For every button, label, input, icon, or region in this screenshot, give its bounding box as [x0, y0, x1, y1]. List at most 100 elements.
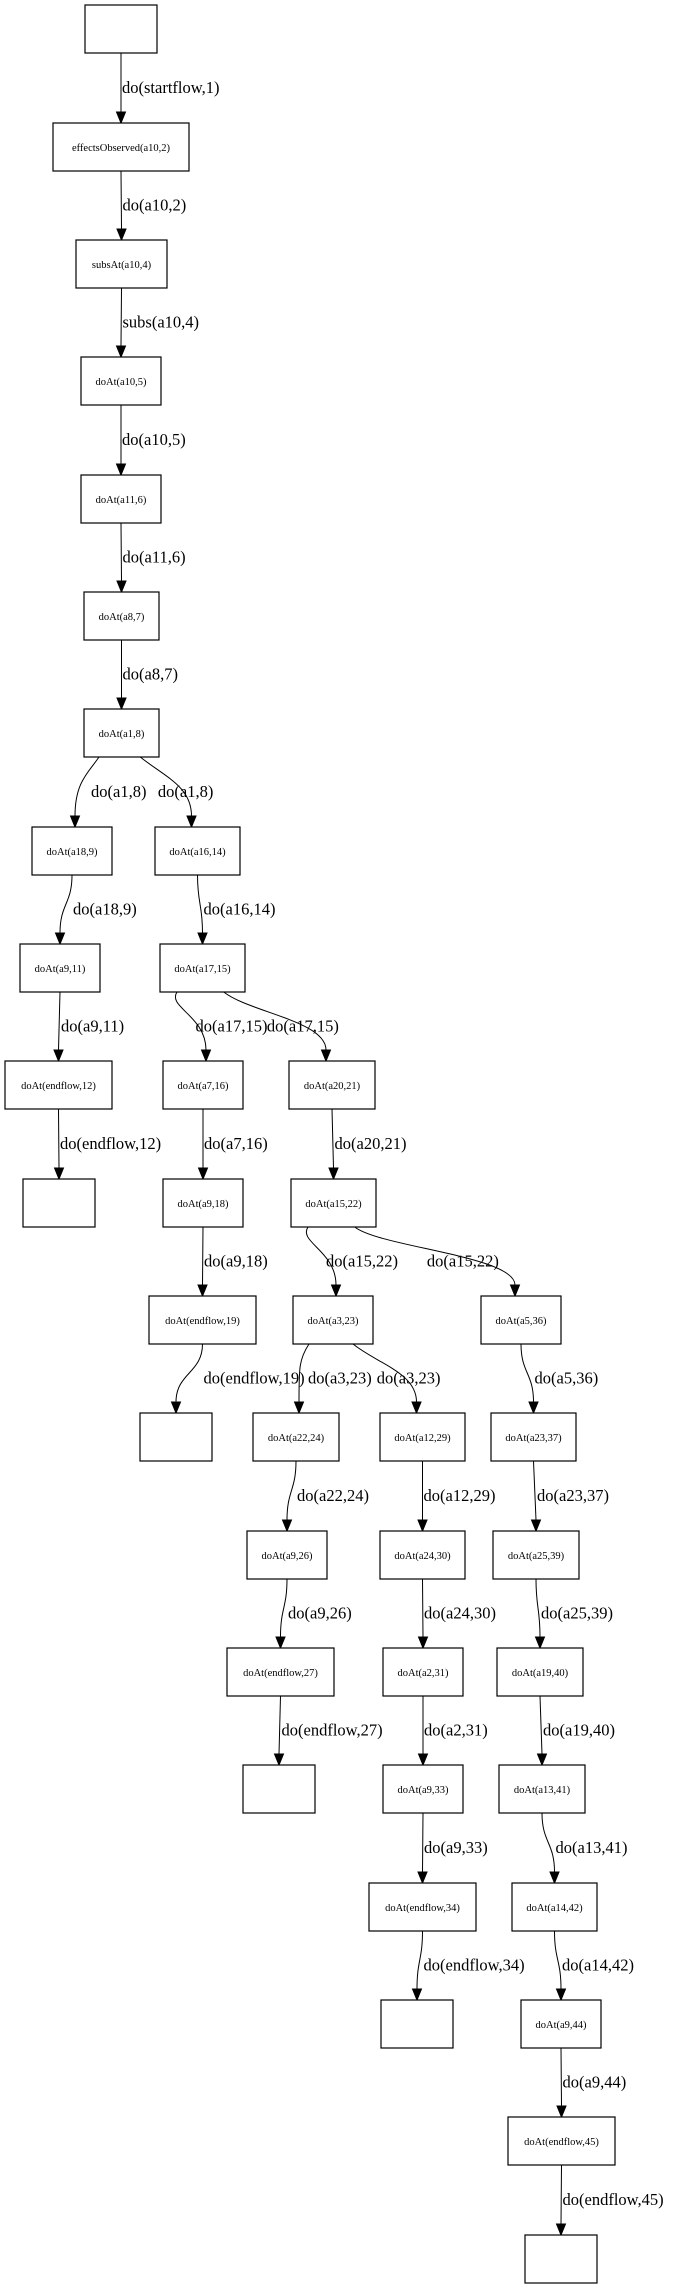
transition-edge: do(a10,5) [115, 405, 186, 477]
edge-label: do(a15,22) [326, 1252, 398, 1271]
edge-label: do(a3,23) [308, 1369, 372, 1388]
node-box [382, 1764, 464, 1814]
edge-line [541, 1812, 555, 1873]
node-box [292, 1295, 374, 1345]
edge-label: subs(a10,4) [123, 313, 200, 332]
edge-line [139, 756, 192, 817]
state-node: doAt(a14,42) [511, 1882, 598, 1932]
edge-line [520, 1343, 534, 1403]
node-label: doAt(a13,41) [514, 1785, 571, 1796]
state-node: doAt(a9,11) [19, 943, 101, 993]
node-box [524, 2234, 598, 2284]
arrowhead-icon [197, 1284, 208, 1298]
transition-edge: do(startflow,1) [115, 53, 219, 125]
edge-line [202, 1226, 204, 1286]
node-box [507, 2116, 616, 2166]
edge-label: do(endflow,27) [282, 1721, 383, 1740]
node-label: doAt(a16,14) [169, 847, 226, 858]
node-box [246, 1530, 328, 1580]
state-node: doAt(a9,18) [162, 1178, 244, 1228]
node-box [496, 1647, 584, 1697]
transition-edge: do(a11,6) [116, 522, 186, 594]
state-node: doAt(a12,29) [379, 1412, 466, 1462]
transition-edge: do(a25,39) [534, 1578, 613, 1650]
edge-line [59, 874, 73, 934]
edge-line [175, 1343, 203, 1403]
state-node: doAt(a15,22) [290, 1178, 377, 1228]
arrowhead-icon [293, 1401, 305, 1415]
node-label: doAt(a9,11) [35, 964, 86, 975]
transition-edge: do(a16,14) [197, 874, 275, 946]
edge-label: do(a3,23) [377, 1369, 441, 1388]
state-node: doAt(a8,7) [83, 591, 160, 641]
transition-edge: do(a9,11) [53, 991, 124, 1063]
node-label: doAt(a22,24) [268, 1433, 325, 1444]
edge-label: do(a9,44) [563, 2073, 627, 2092]
node-label: doAt(endflow,27) [243, 1668, 318, 1679]
node-box [492, 1530, 580, 1580]
edge-label: do(a10,5) [122, 430, 186, 449]
transition-edge: do(a17,15) [174, 991, 267, 1063]
edge-label: do(a25,39) [541, 1604, 613, 1623]
edge-line [422, 1812, 424, 1873]
edge-label: do(a9,26) [288, 1604, 352, 1623]
state-node: doAt(a2,31) [382, 1647, 464, 1697]
node-box [226, 1647, 335, 1697]
edge-label: do(a8,7) [123, 665, 178, 684]
state-node: subsAt(a10,4) [75, 239, 168, 289]
arrowhead-icon [534, 1636, 546, 1650]
transition-edge: do(endflow,12) [53, 1108, 161, 1181]
edge-line [535, 1578, 541, 1638]
transition-edge: do(a2,31) [417, 1696, 488, 1767]
node-label: doAt(a14,42) [526, 1903, 583, 1914]
arrowhead-icon [116, 228, 127, 242]
arrowhead-icon [115, 111, 127, 125]
edge-line [560, 2047, 562, 2107]
state-node: doAt(endflow,27) [226, 1647, 335, 1697]
state-node: doAt(a23,37) [490, 1412, 577, 1462]
transition-edge: do(a23,37) [530, 1460, 609, 1533]
state-node: doAt(a24,30) [379, 1530, 466, 1580]
node-label: doAt(a9,33) [397, 1785, 449, 1796]
node-box [159, 943, 246, 993]
node-box [19, 943, 101, 993]
node-box [382, 1647, 464, 1697]
state-node: doAt(a3,23) [292, 1295, 374, 1345]
transition-edge: do(a14,42) [554, 1930, 634, 2002]
node-box [22, 1178, 96, 1228]
arrowhead-icon [200, 1049, 212, 1063]
node-label: doAt(a9,44) [535, 2020, 587, 2031]
terminal-node [380, 1999, 454, 2049]
arrowhead-icon [186, 815, 197, 829]
nodes-layer: effectsObserved(a10,2)subsAt(a10,4)doAt(… [4, 4, 616, 2284]
arrowhead-icon [197, 932, 208, 946]
edge-line [533, 1460, 537, 1521]
node-label: doAt(a19,40) [512, 1668, 569, 1679]
node-label: doAt(a3,23) [307, 1316, 359, 1327]
arrowhead-icon [320, 1049, 332, 1063]
arrowhead-icon [549, 1871, 560, 1885]
edge-label: do(a2,31) [424, 1721, 488, 1740]
node-box [162, 1060, 244, 1110]
edge-line [120, 170, 122, 230]
terminal-node [139, 1412, 213, 1462]
transition-edge: subs(a10,4) [115, 287, 200, 359]
arrowhead-icon [530, 1519, 542, 1533]
edge-label: do(a23,37) [537, 1486, 609, 1505]
node-box [480, 1295, 562, 1345]
node-box [83, 591, 160, 641]
edge-line [58, 1108, 60, 1169]
transition-edge: do(a15,22) [354, 1226, 521, 1298]
node-box [490, 1412, 577, 1462]
edge-label: do(a12,29) [424, 1486, 496, 1505]
arrowhead-icon [197, 1167, 209, 1181]
transition-edge: do(a1,8) [139, 756, 213, 829]
edge-line [352, 1343, 417, 1403]
node-box [31, 826, 113, 876]
edge-line [554, 1930, 562, 1990]
node-label: doAt(endflow,12) [21, 1081, 96, 1092]
node-box [52, 122, 190, 172]
edge-label: do(endflow,34) [424, 1956, 525, 1975]
arrowhead-icon [555, 1988, 567, 2002]
transition-edge: do(a9,44) [556, 2047, 627, 2119]
